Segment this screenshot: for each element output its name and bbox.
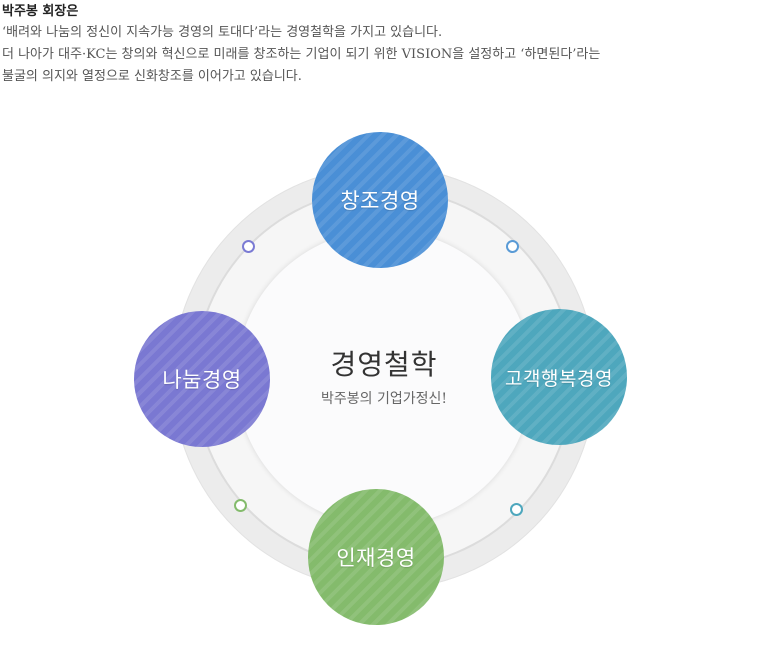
inner-circle — [236, 230, 532, 526]
connector-dot-bottom-left — [234, 499, 247, 512]
node-customer-happiness-management[interactable]: 고객행복경영 — [491, 309, 627, 445]
intro-line-1: ‘배려와 나눔의 정신이 지속가능 경영의 토대다’라는 경영철학을 가지고 있… — [2, 25, 443, 40]
intro-line-3: 불굴의 의지와 열정으로 신화창조를 이어가고 있습니다. — [2, 69, 302, 84]
connector-dot-top-left — [242, 240, 255, 253]
intro-line-2: 더 나아가 대주·KC는 창의와 혁신으로 미래를 창조하는 기업이 되기 위한… — [2, 47, 601, 62]
node-creative-management[interactable]: 창조경영 — [312, 132, 448, 268]
node-sharing-label: 나눔경영 — [162, 368, 242, 392]
node-talent-label: 인재경영 — [336, 546, 416, 570]
node-sharing-management[interactable]: 나눔경영 — [134, 311, 270, 447]
node-creative-label: 창조경영 — [340, 189, 420, 213]
node-talent-management[interactable]: 인재경영 — [308, 489, 444, 625]
center-subtitle: 박주봉의 기업가정신! — [321, 391, 447, 407]
intro-text: 박주봉 회장은 ‘배려와 나눔의 정신이 지속가능 경영의 토대다’라는 경영철… — [2, 2, 758, 88]
connector-dot-bottom-right — [510, 503, 523, 516]
node-customer-label: 고객행복경영 — [505, 367, 613, 390]
connector-dot-top-right — [506, 240, 519, 253]
center-title: 경영철학 — [330, 348, 438, 381]
intro-name: 박주봉 회장은 — [2, 4, 79, 19]
